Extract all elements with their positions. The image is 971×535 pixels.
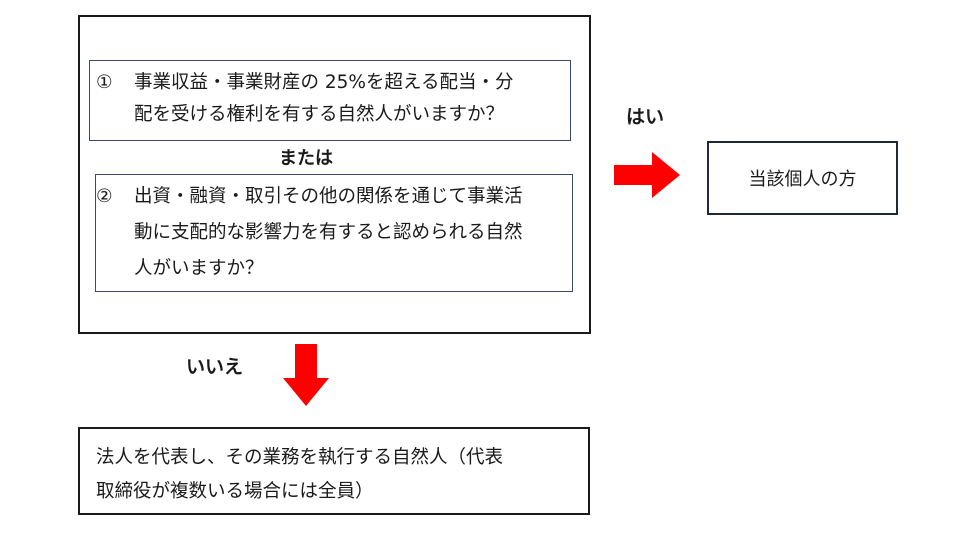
question-1-line-1: 事業収益・事業財産の 25%を超える配当・分	[134, 72, 514, 93]
no-result-line-2: 取締役が複数いる場合には全員）	[96, 481, 374, 502]
question-2-box: ② 出資・融資・取引その他の関係を通じて事業活 動に支配的な影響力を有すると認めら…	[95, 174, 573, 292]
question-1-line-2: 配を受ける権利を有する自然人がいますか？	[134, 104, 505, 125]
question-2-line-2: 動に支配的な影響力を有すると認められる自然	[134, 222, 523, 243]
right-arrow-shape	[614, 152, 680, 198]
no-label: いいえ	[186, 356, 244, 378]
down-arrow-icon	[283, 344, 329, 406]
question-1-number: ①	[96, 72, 113, 93]
down-arrow-shape	[283, 344, 329, 406]
yes-result-text: 当該個人の方	[748, 169, 857, 190]
question-2-number: ②	[96, 186, 113, 207]
question-1-box: ① 事業収益・事業財産の 25%を超える配当・分 配を受ける権利を有する自然人がい…	[89, 60, 571, 141]
questions-frame	[78, 15, 591, 334]
or-connector: または	[279, 148, 333, 169]
question-1-text: ① 事業収益・事業財産の 25%を超える配当・分 配を受ける権利を有する自然人がい…	[96, 67, 564, 131]
yes-label: はい	[626, 106, 665, 128]
question-2-text: ② 出資・融資・取引その他の関係を通じて事業活 動に支配的な影響力を有すると認めら…	[96, 179, 566, 287]
no-result-box: 法人を代表し、その業務を執行する自然人（代表 取締役が複数いる場合には全員）	[78, 427, 590, 515]
no-result-text: 法人を代表し、その業務を執行する自然人（代表 取締役が複数いる場合には全員）	[96, 441, 578, 509]
no-result-line-1: 法人を代表し、その業務を執行する自然人（代表	[96, 447, 504, 468]
question-2-line-1: 出資・融資・取引その他の関係を通じて事業活	[134, 186, 523, 207]
question-2-line-3: 人がいますか？	[134, 258, 264, 279]
right-arrow-icon	[614, 152, 680, 198]
yes-result-box: 当該個人の方	[707, 141, 898, 215]
